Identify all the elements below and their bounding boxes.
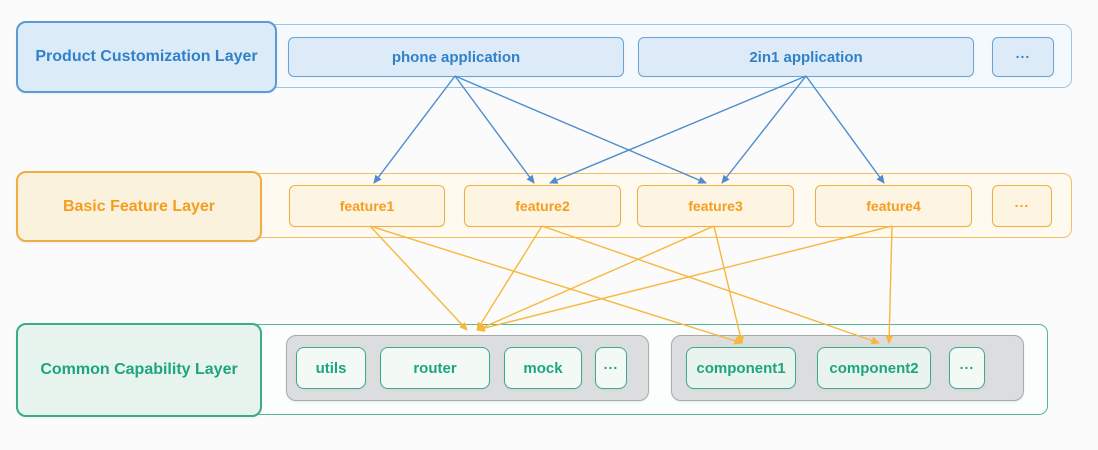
node-components-ellipsis: ... [949,347,985,389]
node-feature-ellipsis: ... [992,185,1052,227]
node-component2: component2 [817,347,931,389]
node-feature1-label: feature1 [339,198,395,214]
edge-phone-to-feature3 [454,75,707,184]
layer-label-feature-text: Basic Feature Layer [62,197,216,215]
node-phone-application: phone application [288,37,624,77]
node-component1: component1 [686,347,796,389]
node-component1-label: component1 [696,359,786,377]
node-utils: utils [296,347,366,389]
node-router: router [380,347,490,389]
edge-feature1-to-base-libs [369,225,468,331]
node-2in1-application-label: 2in1 application [749,48,863,66]
node-router-label: router [413,359,457,377]
layer-label-common: Common Capability Layer [16,323,262,417]
node-phone-application-label: phone application [391,48,521,66]
ellipsis-icon: ... [959,356,975,372]
ellipsis-icon: ... [1015,45,1031,61]
edge-phone-to-feature2 [454,75,535,184]
layer-label-product-text: Product Customization Layer [35,48,258,65]
node-feature4: feature4 [815,185,972,227]
node-feature2: feature2 [464,185,621,227]
layer-label-common-text: Common Capability Layer [40,361,238,378]
ellipsis-icon: ... [1014,194,1030,210]
edge-feature4-to-base-libs [476,225,893,332]
edge-2in1-to-feature4 [805,75,885,184]
node-base-ellipsis: ... [595,347,627,389]
node-product-ellipsis: ... [992,37,1054,77]
edge-feature3-to-base-libs [476,225,715,331]
layer-label-product: Product Customization Layer [16,21,277,93]
node-utils-label: utils [315,359,347,377]
node-feature4-label: feature4 [866,198,921,214]
layer-label-feature: Basic Feature Layer [16,171,262,242]
edge-2in1-to-feature2 [549,75,807,184]
node-mock: mock [504,347,582,389]
node-feature3: feature3 [637,185,794,227]
node-feature3-label: feature3 [688,198,743,214]
edge-2in1-to-feature3 [721,75,807,184]
edge-phone-to-feature1 [373,75,456,184]
ellipsis-icon: ... [603,356,619,372]
edge-feature2-to-base-libs [476,225,543,331]
node-component2-label: component2 [829,359,919,377]
node-feature1: feature1 [289,185,445,227]
node-mock-label: mock [523,359,563,377]
node-2in1-application: 2in1 application [638,37,974,77]
node-feature2-label: feature2 [515,198,570,214]
